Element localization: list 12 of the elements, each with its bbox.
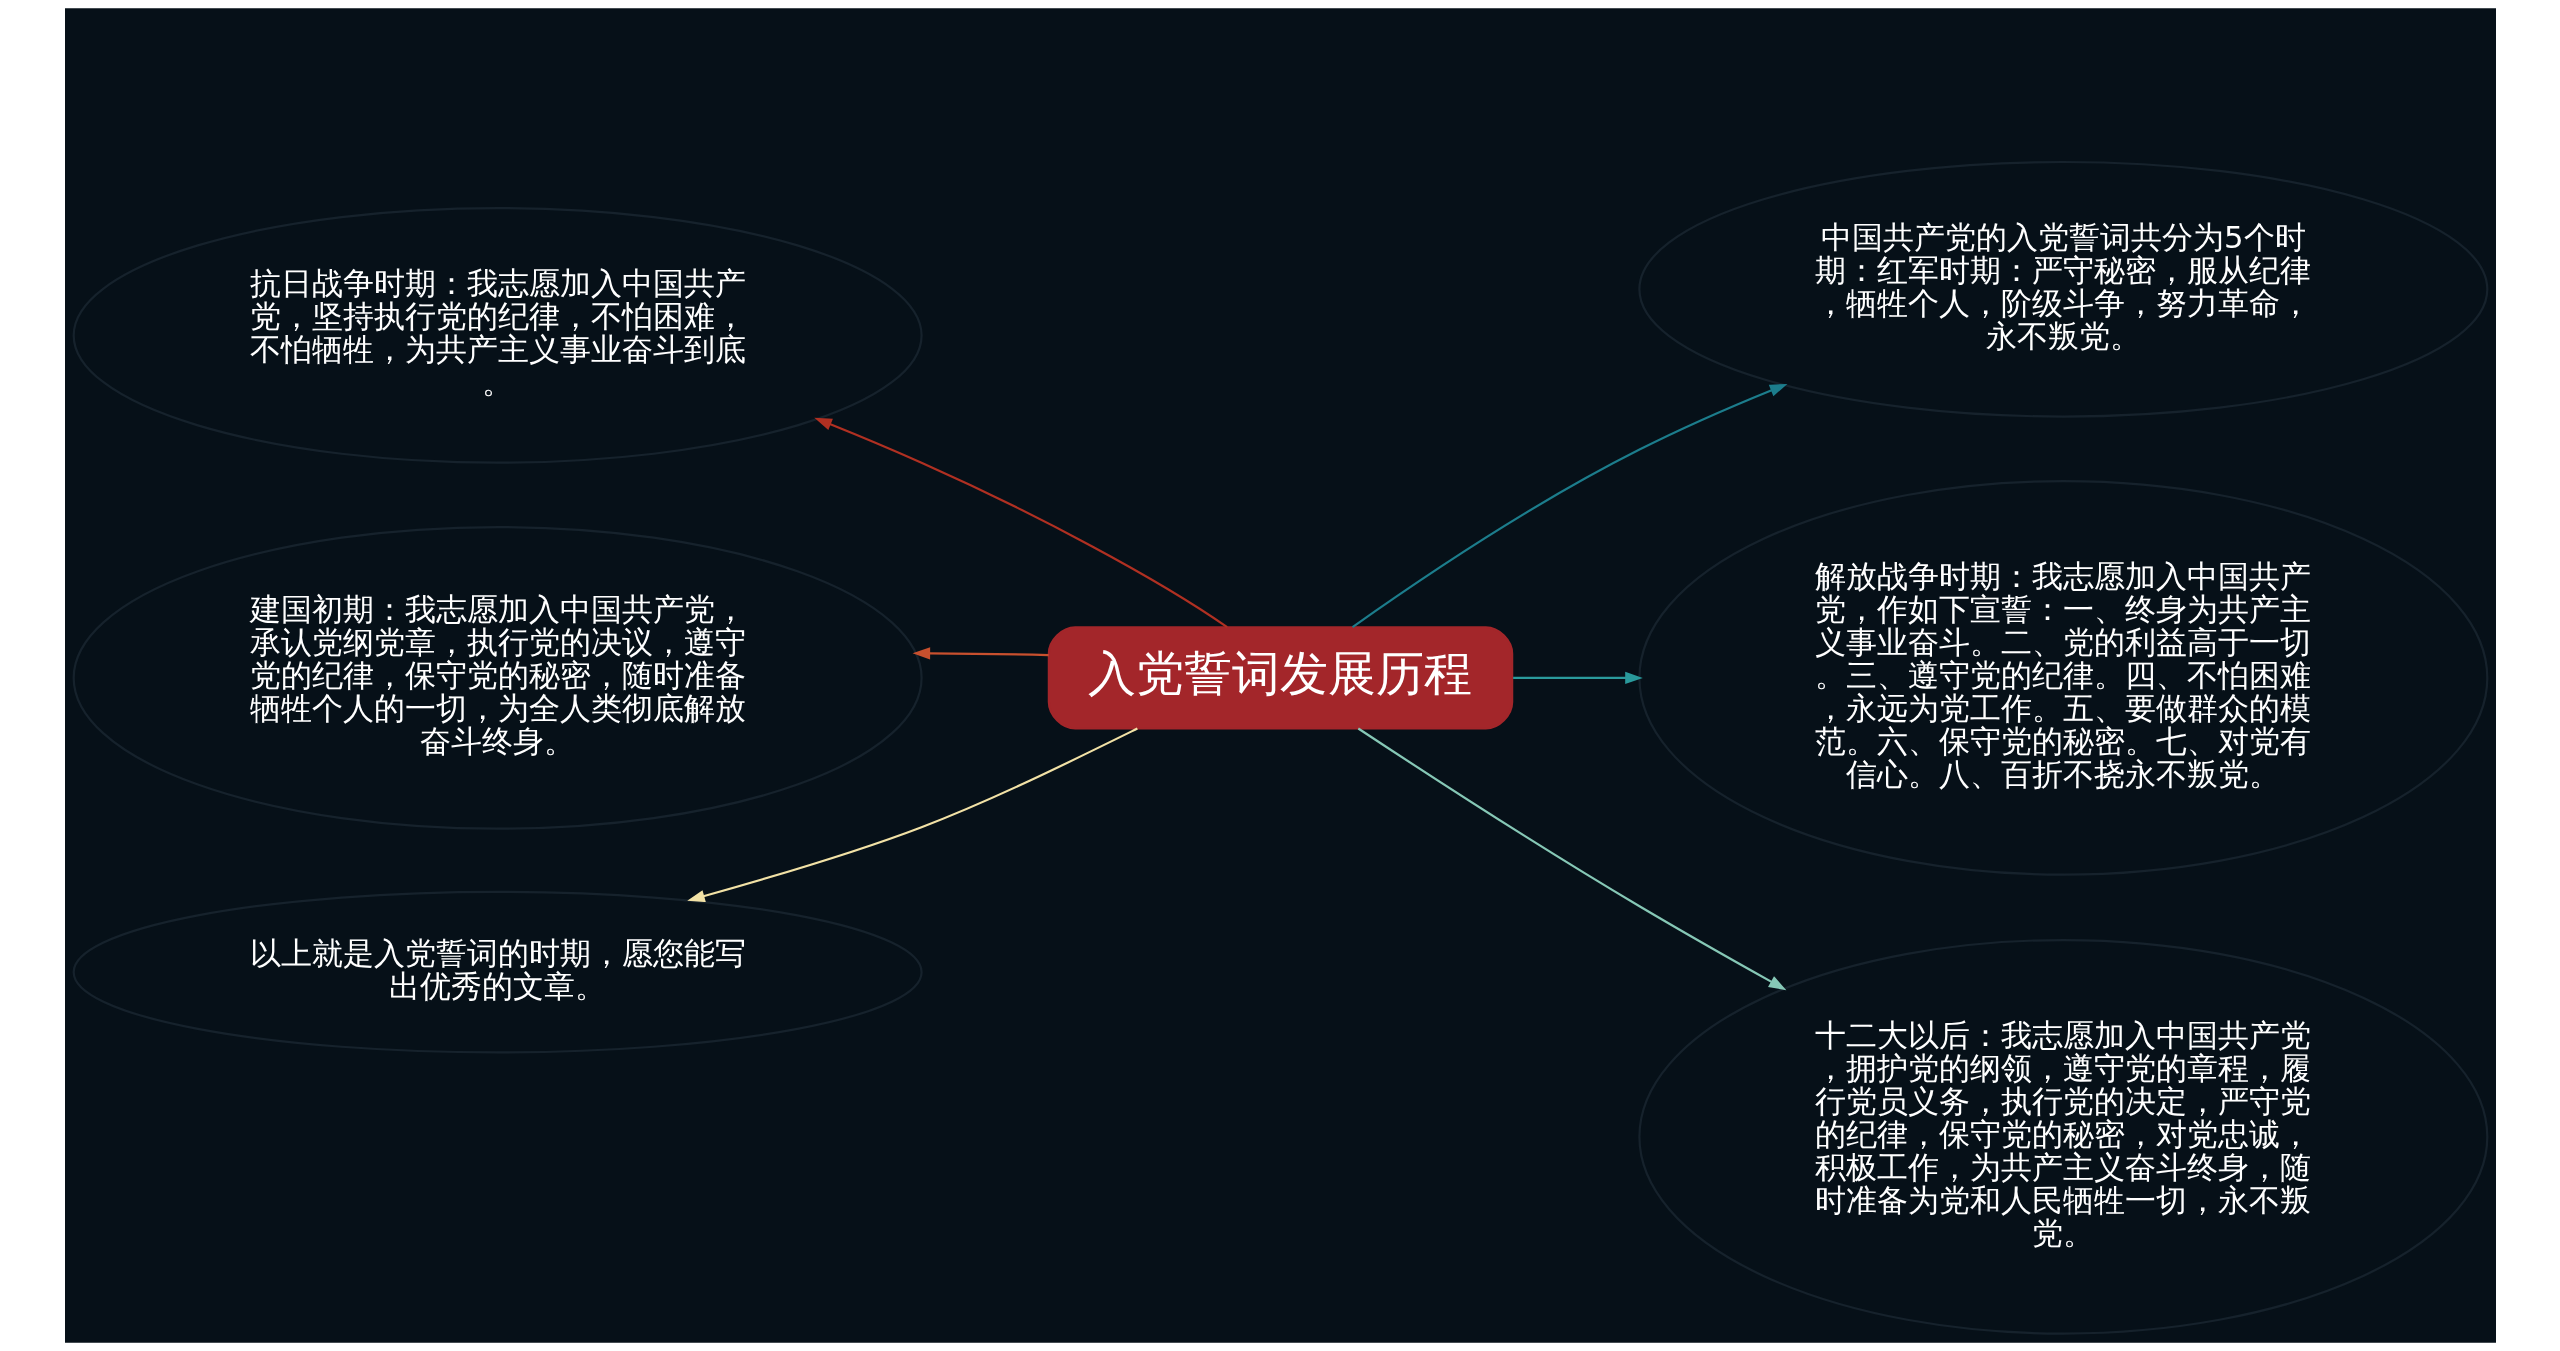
arrow: [1357, 727, 1786, 991]
node-ellipse: 解放战争时期：我志愿加入中国共产党，作如下宣誓：一、终身为共产主义事业奋斗。二、党的利益高于一切。三、遵守党的纪律。四、不怕困难，永远为党工作。五、要做群众的模范。六、保守党的秘密。七、对党有信心。八、百折不挠永不叛党。: [1637, 480, 2488, 876]
node-ellipse: 中国共产党的入党誓词共分为5个时期：红军时期：严守秘密，服从纪律，牺牲个人，阶级斗争，努力革命，永不叛党。: [1637, 160, 2488, 418]
arrow: [1351, 383, 1787, 628]
arrow: [1512, 671, 1643, 685]
arrow: [686, 727, 1138, 903]
node-ellipse: 建国初期：我志愿加入中国共产党，承认党纲党章，执行党的决议，遵守党的纪律，保守党的秘密，随时准备牺牲个人的一切，为全人类彻底解放奋斗终身。: [72, 526, 923, 830]
node-box: 入党誓词发展历程: [1047, 626, 1513, 730]
arrow: [813, 417, 1228, 629]
node-ellipse: 十二大以后：我志愿加入中国共产党，拥护党的纲领，遵守党的章程，履行党员义务，执行党的决定，严守党的纪律，保守党的秘密，对党忠诚，积极工作，为共产主义奋斗终身，随时准备为党和人民牺牲一切，永不叛党。: [1637, 938, 2488, 1335]
node-ellipse: 抗日战争时期：我志愿加入中国共产党，坚持执行党的纪律，不怕困难，不怕牺牲，为共产主义事业奋斗到底。: [72, 207, 923, 464]
arrow: [912, 647, 1049, 660]
